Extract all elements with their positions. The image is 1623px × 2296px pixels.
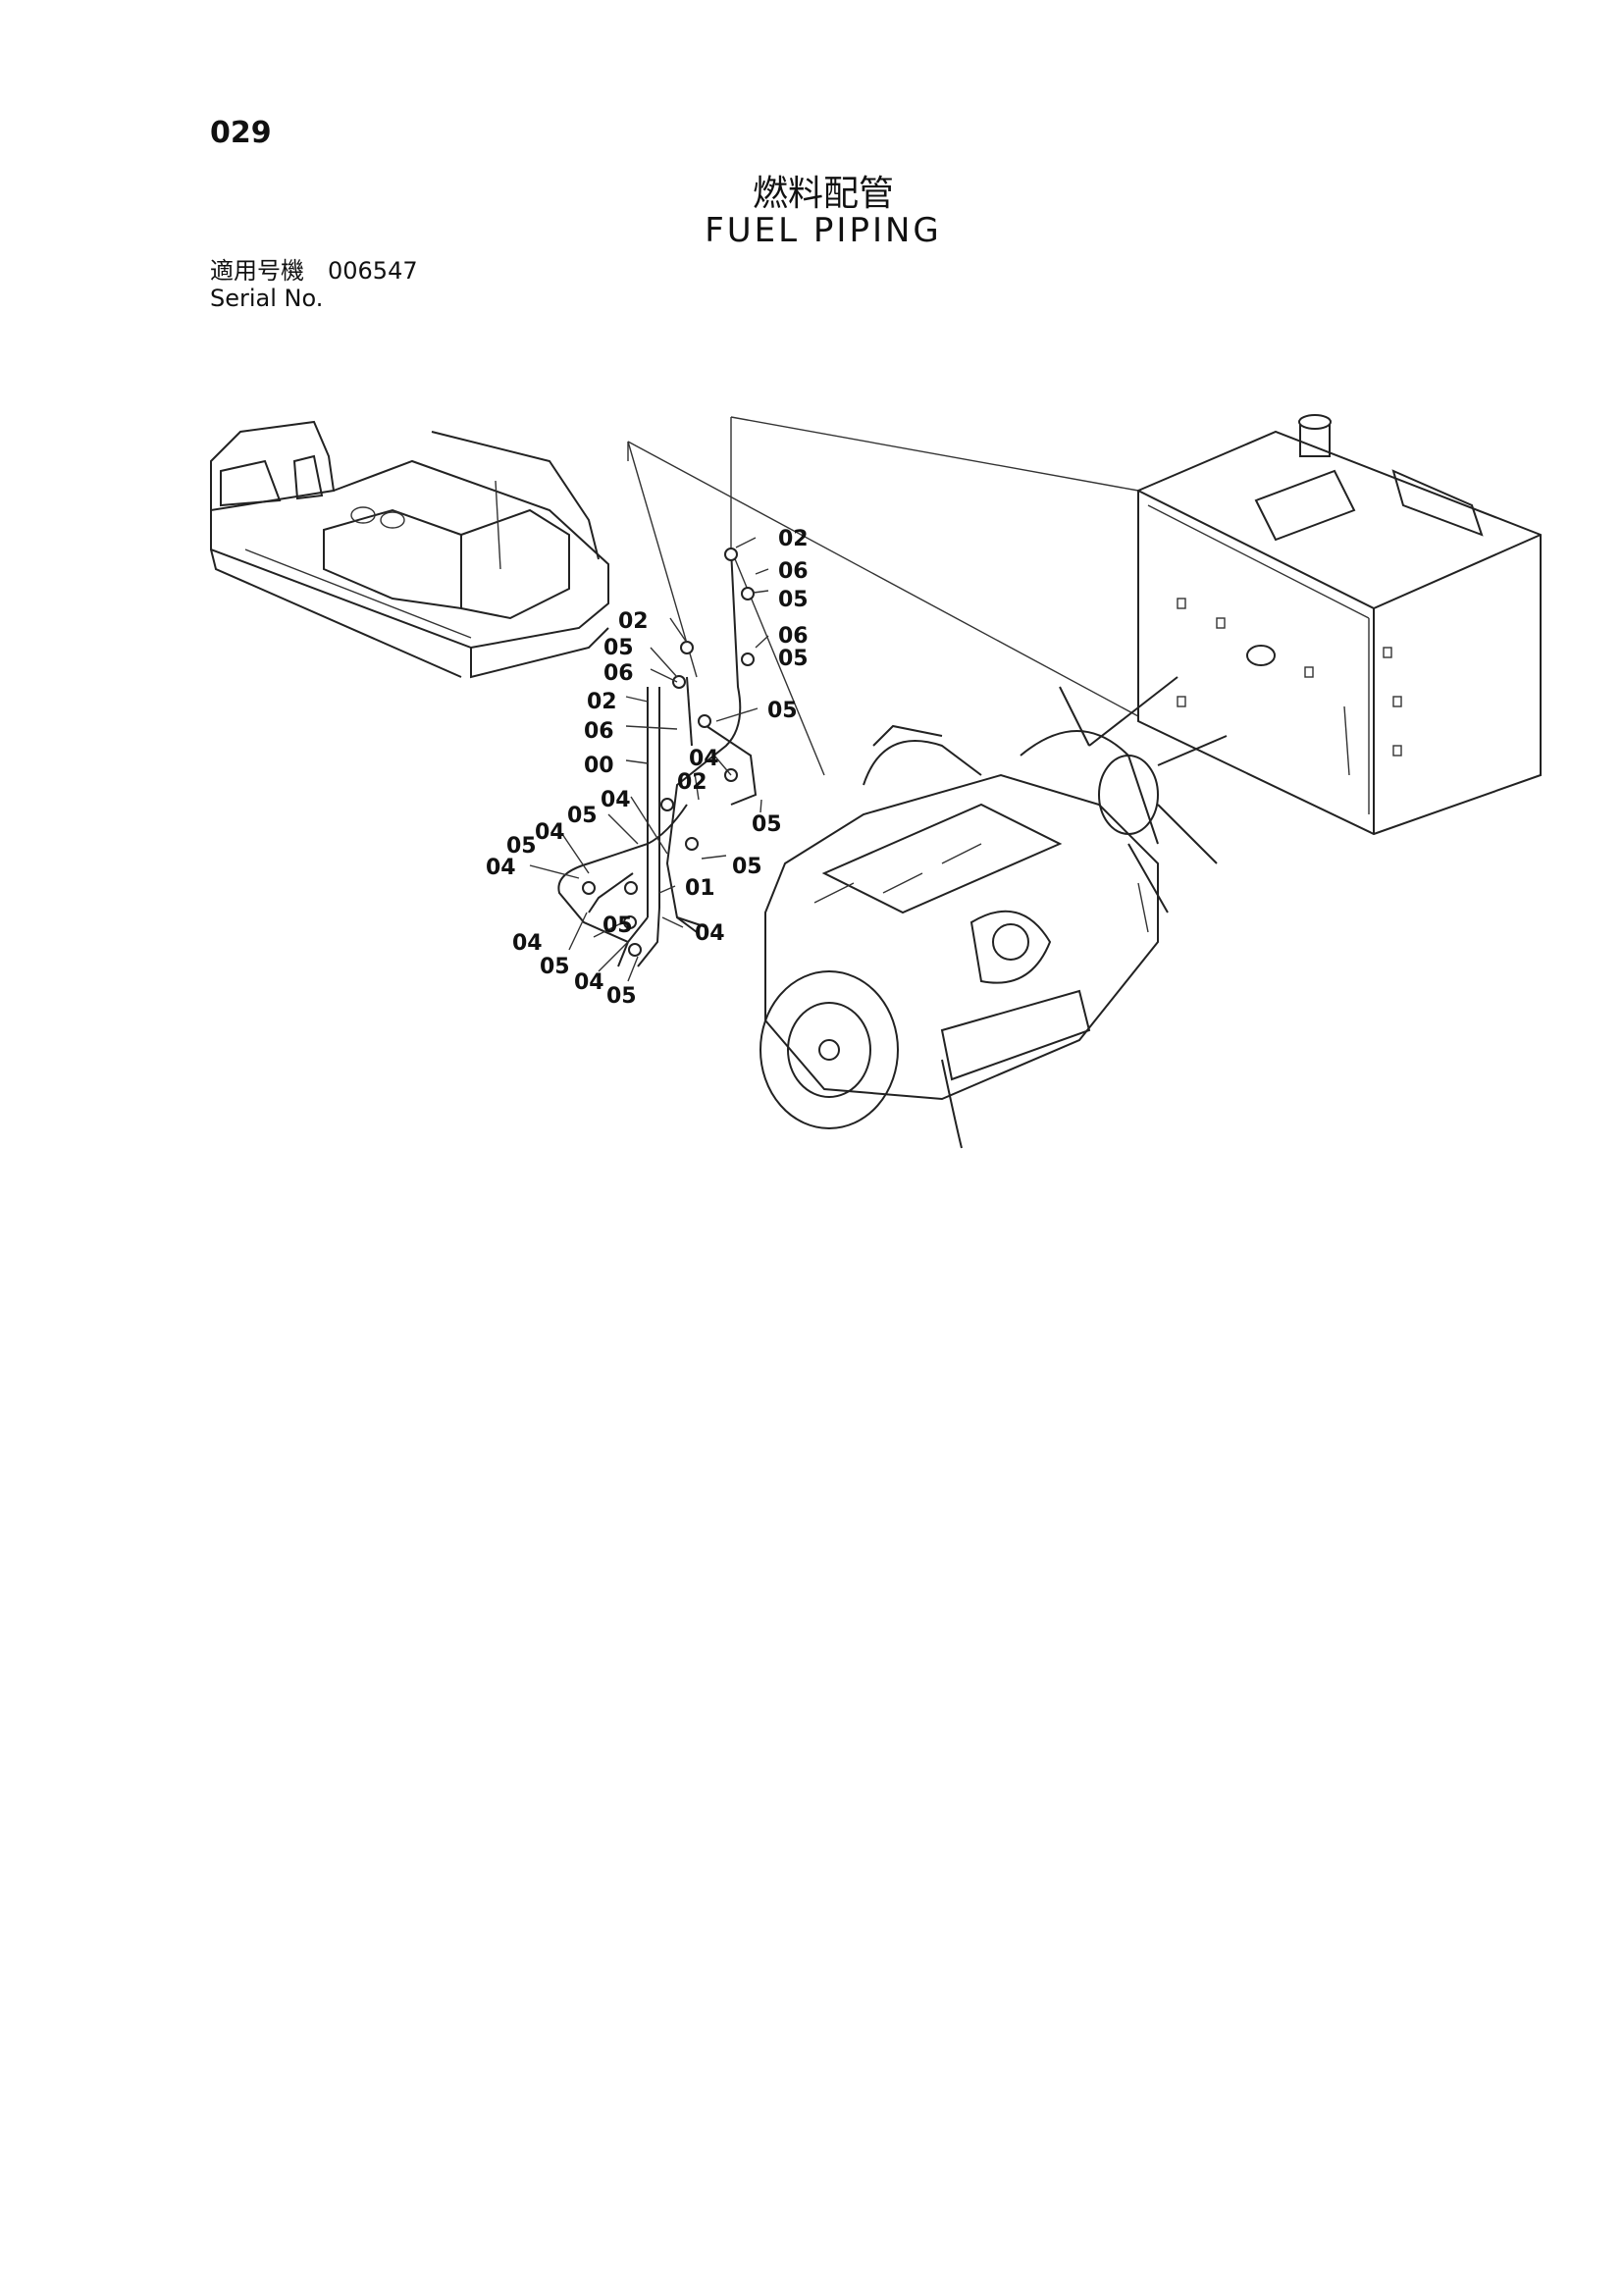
callout-label: 04: [512, 931, 543, 956]
fuel-tank-illustration: [1137, 414, 1542, 836]
callout-label: 02: [778, 527, 809, 551]
serial-number: 006547: [328, 257, 418, 285]
callout-label: 06: [778, 559, 809, 584]
callout-label: 05: [506, 834, 537, 859]
callout-label: 04: [486, 856, 516, 880]
engine-illustration: [759, 676, 1228, 1149]
callout-label: 05: [567, 804, 598, 828]
callout-label: 05: [778, 588, 809, 612]
callout-label: 06: [778, 624, 809, 649]
callout-label: 01: [685, 876, 715, 901]
callout-label: 05: [602, 913, 633, 938]
callout-labels: 02 06 05 06 05 02 05 06 02 05 06 00 04 0…: [486, 527, 809, 1009]
page-title-english: FUEL PIPING: [705, 211, 942, 250]
excavator-overview-illustration: [210, 420, 609, 679]
callout-label: 05: [767, 699, 798, 723]
callout-label: 04: [689, 747, 719, 771]
callout-label: 04: [574, 970, 604, 995]
callout-label: 02: [587, 690, 617, 714]
callout-label: 06: [603, 661, 634, 686]
callout-label: 05: [603, 636, 634, 660]
fittings: [582, 548, 755, 957]
callout-label: 05: [606, 984, 637, 1009]
callout-leaders: [529, 537, 769, 982]
callout-label: 02: [618, 609, 649, 634]
callout-label: 05: [752, 812, 782, 837]
fuel-pipes: [557, 548, 758, 967]
callout-label: 06: [584, 719, 614, 744]
callout-label: 05: [540, 955, 570, 979]
callout-label: 02: [677, 770, 707, 795]
serial-block: 適用号機 006547 Serial No.: [210, 257, 418, 312]
page-title-japanese: 燃料配管: [752, 174, 894, 214]
serial-label-japanese: 適用号機: [210, 257, 304, 285]
callout-label: 04: [601, 788, 631, 812]
page-number: 029: [210, 116, 272, 150]
callout-label: 04: [695, 921, 725, 946]
callout-label: 05: [778, 647, 809, 671]
callout-label: 05: [732, 855, 762, 879]
serial-label-english: Serial No.: [210, 285, 324, 312]
callout-label: 04: [535, 820, 565, 845]
callout-label: 00: [584, 754, 614, 778]
